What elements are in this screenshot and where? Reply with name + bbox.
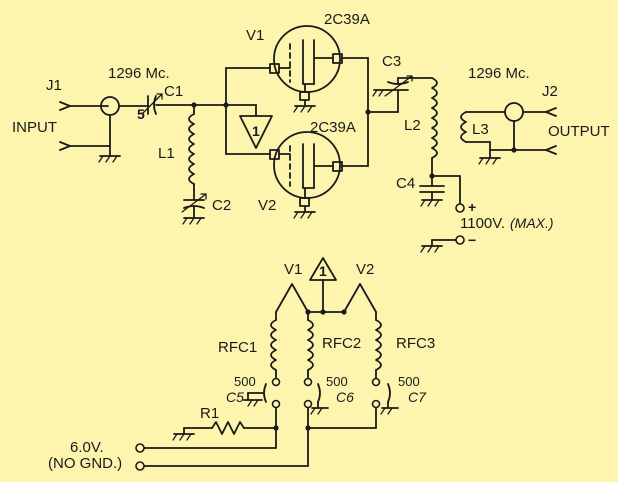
- input-connector-j1: [59, 96, 149, 157]
- label-c5-value: 500: [234, 374, 256, 389]
- inductor-l3: [460, 111, 491, 143]
- label-v1: V1: [246, 27, 264, 44]
- label-c5: C5: [226, 389, 244, 405]
- label-c6-value: 500: [326, 374, 348, 389]
- label-j1: J1: [46, 77, 62, 94]
- label-heater-v1: V1: [284, 261, 302, 278]
- label-v2: V2: [258, 197, 276, 214]
- capacitor-c2: [181, 193, 207, 225]
- label-c7-value: 500: [398, 374, 420, 389]
- label-rfc1: RFC1: [218, 339, 257, 356]
- inductor-l2: [431, 77, 438, 177]
- heater-v1-symbol: [275, 283, 309, 313]
- b-plus-terminals: [420, 175, 465, 253]
- label-c1: C1: [164, 83, 183, 100]
- label-heater-ref-2: 1: [319, 263, 327, 279]
- label-heater-volts: 6.0V.: [70, 439, 104, 456]
- feedthrough-c5: [243, 377, 281, 409]
- label-rfc2: RFC2: [322, 335, 361, 352]
- capacitor-c3: [372, 75, 433, 113]
- feedthrough-c7: [371, 377, 399, 415]
- label-heater-ref-1: 1: [252, 123, 260, 139]
- ground-symbol: [98, 155, 121, 163]
- grid-bus: [223, 67, 271, 155]
- label-tube-v2: 2C39A: [310, 119, 356, 136]
- label-l2: L2: [404, 117, 421, 134]
- output-connector-j2: [478, 102, 557, 165]
- label-freq-in: 1296 Mc.: [108, 65, 170, 82]
- label-output: OUTPUT: [548, 123, 610, 140]
- label-heater-note: (NO GND.): [48, 455, 122, 472]
- tube-v1: [269, 25, 343, 113]
- label-b-plus-note: (MAX.): [510, 215, 554, 231]
- label-c4: C4: [396, 175, 415, 192]
- label-input: INPUT: [12, 119, 57, 136]
- label-l3: L3: [472, 121, 489, 138]
- label-plus: +: [468, 199, 476, 215]
- heater-v2-symbol: [343, 283, 377, 313]
- heater-supply-wiring: [135, 407, 377, 471]
- heater-ref-triangle: [225, 104, 273, 149]
- label-l1: L1: [158, 145, 175, 162]
- label-r1: R1: [200, 405, 219, 422]
- label-tube-v1: 2C39A: [324, 11, 370, 28]
- label-c1-value: 5: [137, 106, 145, 122]
- label-b-plus: 1100V.: [460, 215, 505, 232]
- plate-bus: [341, 57, 399, 167]
- capacitor-c4: [419, 173, 461, 207]
- resistor-r1: [172, 407, 279, 441]
- tube-v2: [269, 131, 343, 219]
- label-rfc3: RFC3: [396, 335, 435, 352]
- choke-rfc3: [375, 319, 382, 379]
- heater-center-bus: [275, 309, 377, 321]
- capacitor-c1: [141, 93, 227, 115]
- choke-rfc1: [270, 319, 277, 379]
- choke-rfc2: [307, 319, 314, 379]
- label-c7: C7: [408, 389, 427, 405]
- label-c2: C2: [212, 197, 231, 214]
- heater-ref-triangle-2: [309, 257, 337, 313]
- label-c3: C3: [382, 53, 401, 70]
- label-minus: −: [468, 232, 476, 248]
- label-freq-out: 1296 Mc.: [468, 65, 530, 82]
- label-c6: C6: [336, 389, 354, 405]
- inductor-l1: [188, 104, 195, 201]
- junction-dot: [191, 102, 197, 108]
- label-heater-v2: V2: [356, 261, 374, 278]
- label-j2: J2: [542, 83, 558, 100]
